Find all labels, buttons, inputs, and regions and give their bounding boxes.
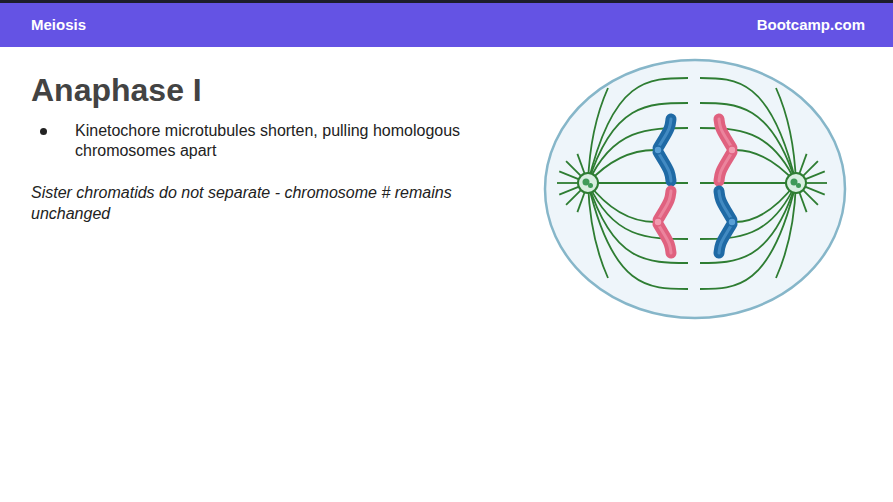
homologous-chromosome: [654, 119, 671, 181]
spindle-fibers: [557, 78, 827, 289]
homologous-chromosome: [719, 119, 736, 181]
centriole: [588, 183, 593, 188]
bullet-dot: [40, 128, 47, 135]
centrosome: [786, 173, 806, 193]
bullet-text: Kinetochore microtubules shorten, pullin…: [75, 121, 515, 161]
centrosome: [578, 173, 598, 193]
header-left: Meiosis: [31, 16, 86, 33]
slide-title: Anaphase I: [31, 72, 202, 109]
homologous-chromosome: [654, 191, 671, 253]
italic-note: Sister chromatids do not separate - chro…: [31, 182, 501, 224]
header-right: Bootcamp.com: [757, 16, 865, 33]
centriole: [796, 183, 801, 188]
homologous-chromosome: [719, 191, 736, 253]
cell-membrane: [545, 60, 845, 318]
